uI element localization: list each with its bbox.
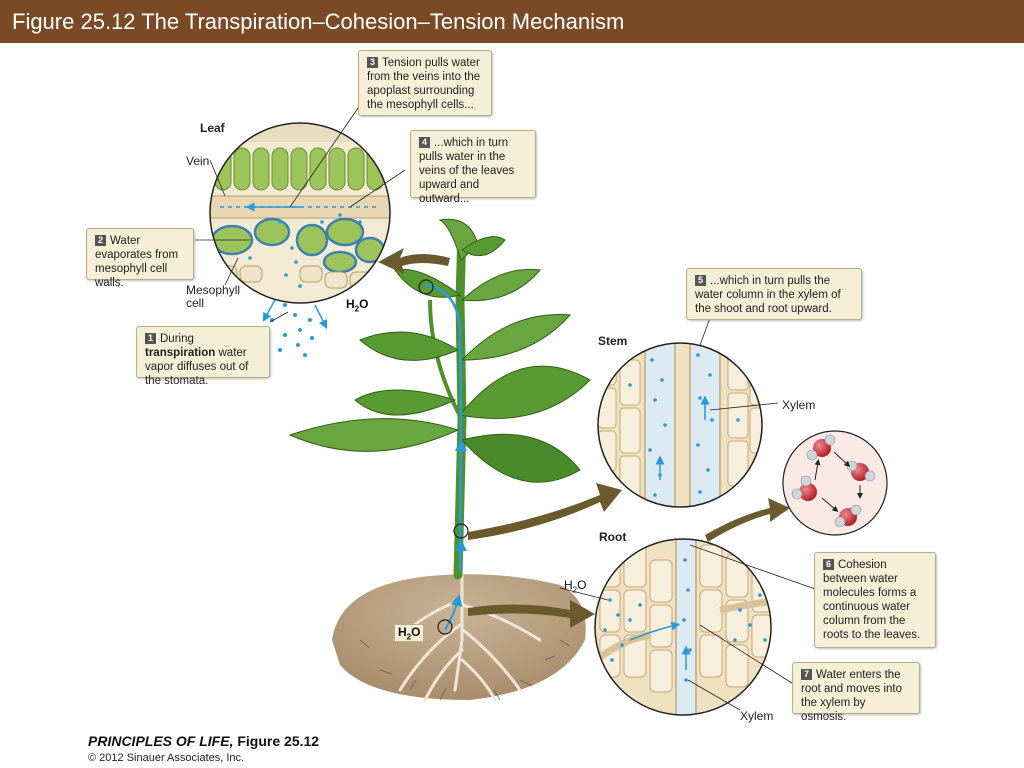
footer-title: PRINCIPLES OF LIFE, Figure 25.12 — [88, 733, 320, 749]
step-badge-3: 3 — [367, 57, 378, 68]
diagram-artwork — [195, 94, 888, 716]
footer-copyright: © 2012 Sinauer Associates, Inc. — [88, 752, 245, 764]
soil-mound — [332, 574, 586, 700]
step-badge-6: 6 — [823, 559, 834, 570]
label-root: Root — [599, 530, 627, 544]
label-vein: Vein — [186, 154, 210, 168]
label-h2o-root-outer: H2O — [564, 578, 587, 595]
stem-magnified-view — [598, 343, 762, 507]
label-mesophyll-cell: Mesophyll cell — [186, 283, 241, 310]
callout-4-text: ...which in turn pulls water in the vein… — [419, 137, 515, 205]
plant-leaves — [288, 218, 591, 483]
label-h2o-soil: H2O — [394, 624, 425, 643]
callout-1-post: water vapor diffuses out of the stomata. — [145, 347, 249, 387]
step-badge-2: 2 — [95, 235, 106, 246]
root-magnified-view — [595, 539, 771, 715]
step-badge-4: 4 — [419, 137, 430, 148]
vapor-dots — [266, 298, 314, 357]
callout-1-bold: transpiration — [145, 347, 216, 359]
zoom-marker-stem — [453, 523, 469, 539]
water-molecule-view — [782, 430, 888, 536]
callout-6-text: Cohesion between water molecules forms a… — [823, 559, 921, 641]
callout-5-text: ...which in turn pulls the water column … — [695, 275, 841, 315]
leaf-magnified-view — [210, 123, 390, 303]
label-stem: Stem — [598, 334, 628, 348]
label-xylem-stem: Xylem — [782, 398, 816, 412]
step-badge-5: 5 — [695, 275, 706, 286]
plant-roots — [393, 573, 542, 702]
callout-3-text: Tension pulls water from the veins into … — [367, 57, 481, 111]
step-badge-1: 1 — [145, 333, 156, 344]
label-leaf: Leaf — [200, 121, 225, 135]
root-hairs — [359, 639, 571, 701]
label-h2o-leaf: H2O — [346, 297, 369, 314]
brown-arrows — [378, 248, 790, 628]
zoom-marker-root — [437, 619, 453, 635]
callout-4: 4...which in turn pulls water in the vei… — [410, 130, 536, 205]
label-xylem-root: Xylem — [740, 709, 774, 723]
callout-lines — [195, 94, 819, 711]
page-title: Figure 25.12 The Transpiration–Cohesion–… — [12, 9, 625, 34]
callout-1-pre: During — [160, 333, 194, 345]
callout-2-text: Water evaporates from mesophyll cell wal… — [95, 235, 179, 289]
header-bar: Figure 25.12 The Transpiration–Cohesion–… — [0, 0, 1024, 43]
water-molecules — [791, 434, 876, 528]
step-badge-7: 7 — [801, 669, 812, 680]
zoom-marker-leaf — [418, 279, 434, 295]
callout-7-text: Water enters the root and moves into the… — [801, 669, 903, 723]
callout-1: 1 During transpiration water vapor diffus… — [136, 326, 270, 387]
callout-5: 5...which in turn pulls the water column… — [686, 268, 862, 320]
